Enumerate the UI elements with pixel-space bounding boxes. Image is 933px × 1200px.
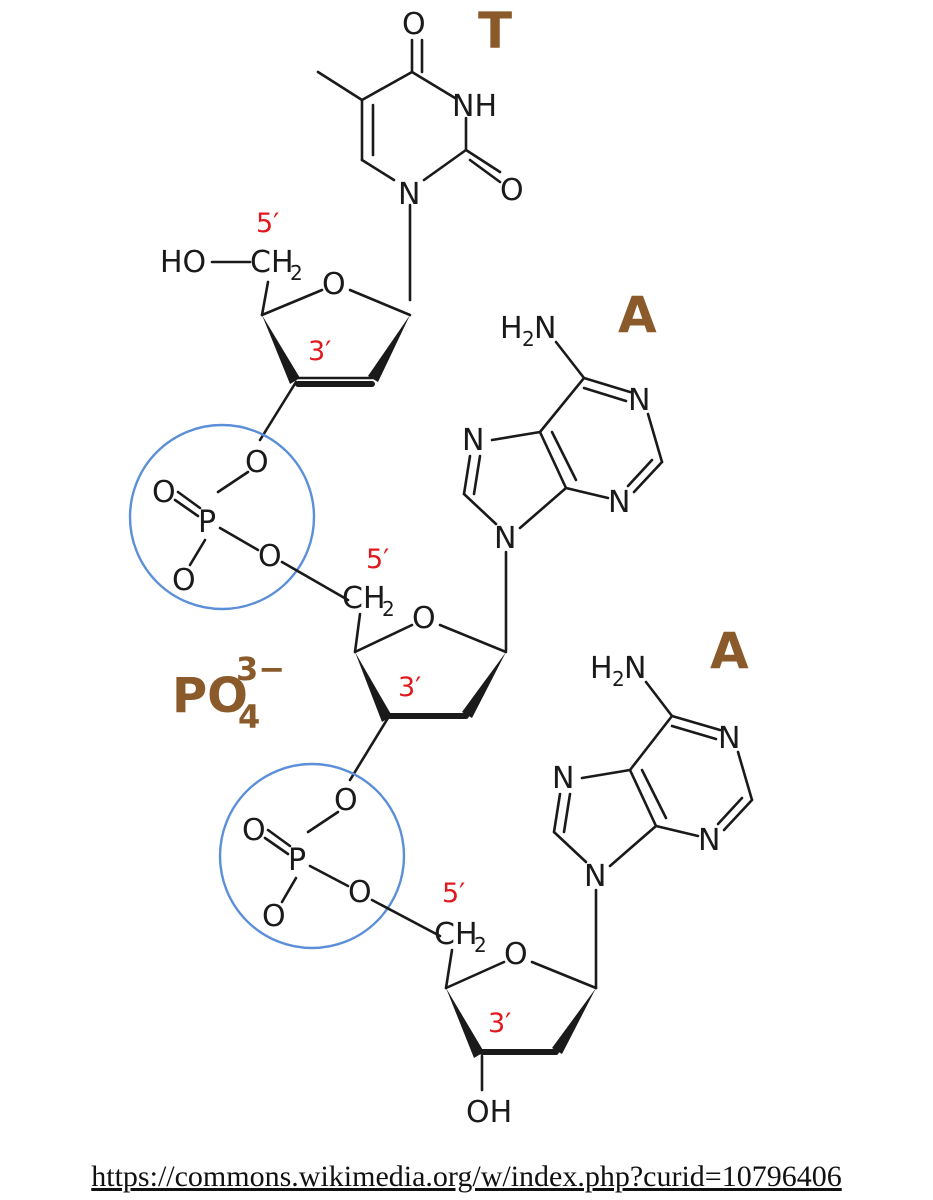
sugar1-ring-oxygen: O — [322, 267, 346, 302]
sugar3-prime-3: 3′ — [488, 1008, 511, 1039]
deoxyribose-1: HO CH 2 5′ O 3′ — [160, 208, 412, 442]
sugar2-ch: CH — [342, 581, 386, 616]
sugar1-prime-5: 5′ — [256, 208, 279, 239]
phosphate1-p: P — [198, 505, 216, 540]
thymine-base: O NH O N T — [316, 2, 524, 302]
sugar1-ch-sub: 2 — [290, 261, 303, 285]
phosphate1-oxygen-minus: O — [172, 563, 196, 598]
thymine-oxygen-4: O — [402, 7, 426, 42]
phosphate-group-1: O O P O O — [128, 423, 350, 611]
adenine1-h2n: H — [500, 311, 523, 346]
phosphate1-double-oxygen: O — [152, 475, 176, 510]
adenine2-n9: N — [584, 859, 606, 894]
phosphate-group-2: O O P O O — [218, 762, 442, 950]
phosphate1-bridge-oxygen-top: O — [245, 445, 269, 480]
phosphate-ion-label: PO 4 3− — [172, 650, 285, 736]
svg-text:N: N — [624, 651, 646, 686]
sugar3-prime-5: 5′ — [442, 878, 465, 909]
adenine2-n7: N — [552, 761, 574, 796]
phosphate-circle-1 — [128, 423, 316, 611]
base-label-a-2: A — [710, 622, 749, 680]
svg-text:2: 2 — [522, 327, 535, 351]
phosphate2-oxygen-minus: O — [262, 899, 286, 934]
svg-text:2: 2 — [382, 597, 395, 621]
phosphate2-bridge-oxygen-top: O — [334, 783, 358, 818]
deoxyribose-2: 5′ CH 2 O 3′ — [342, 544, 508, 782]
thymine-n1: N — [398, 177, 420, 212]
source-link[interactable]: https://commons.wikimedia.org/w/index.ph… — [91, 1160, 842, 1193]
phosphate1-bridge-oxygen-bottom: O — [258, 539, 282, 574]
adenine2-n1: N — [718, 721, 740, 756]
thymine-nh: NH — [452, 89, 497, 124]
sugar3-oh: OH — [466, 1095, 512, 1130]
phosphate2-p: P — [288, 843, 306, 878]
sugar2-ring-oxygen: O — [412, 601, 436, 636]
svg-text:2: 2 — [612, 667, 625, 691]
base-label-a-1: A — [618, 286, 657, 344]
sugar2-prime-3: 3′ — [398, 672, 421, 703]
base-label-t: T — [478, 2, 512, 60]
deoxyribose-3: 5′ CH 2 O 3′ OH — [434, 878, 598, 1130]
sugar3-ring-oxygen: O — [504, 937, 528, 972]
sugar2-prime-5: 5′ — [366, 544, 389, 575]
adenine1-n1: N — [628, 383, 650, 418]
sugar3-ch: CH — [434, 917, 478, 952]
thymine-oxygen-2: O — [500, 173, 524, 208]
phosphate-ion-po: PO — [172, 668, 248, 724]
adenine1-n9: N — [494, 521, 516, 556]
adenine-base-2: H 2 N A N N N N — [552, 622, 754, 990]
phosphate2-double-oxygen: O — [242, 813, 266, 848]
svg-text:2: 2 — [474, 933, 487, 957]
adenine2-n3: N — [698, 823, 720, 858]
sugar1-prime-3: 3′ — [308, 336, 331, 367]
adenine2-h2n: H — [590, 651, 613, 686]
phosphate-circle-2 — [218, 762, 406, 950]
adenine-base-1: H 2 N A N N N N — [462, 286, 664, 652]
phosphate-ion-charge: 3− — [236, 650, 285, 688]
sugar1-ho: HO — [160, 245, 206, 280]
svg-text:N: N — [534, 311, 556, 346]
adenine1-n3: N — [608, 485, 630, 520]
phosphate2-bridge-oxygen-bottom: O — [348, 875, 372, 910]
adenine1-n7: N — [462, 423, 484, 458]
phosphate-ion-subscript: 4 — [238, 698, 260, 736]
sugar1-ch: CH — [250, 245, 294, 280]
